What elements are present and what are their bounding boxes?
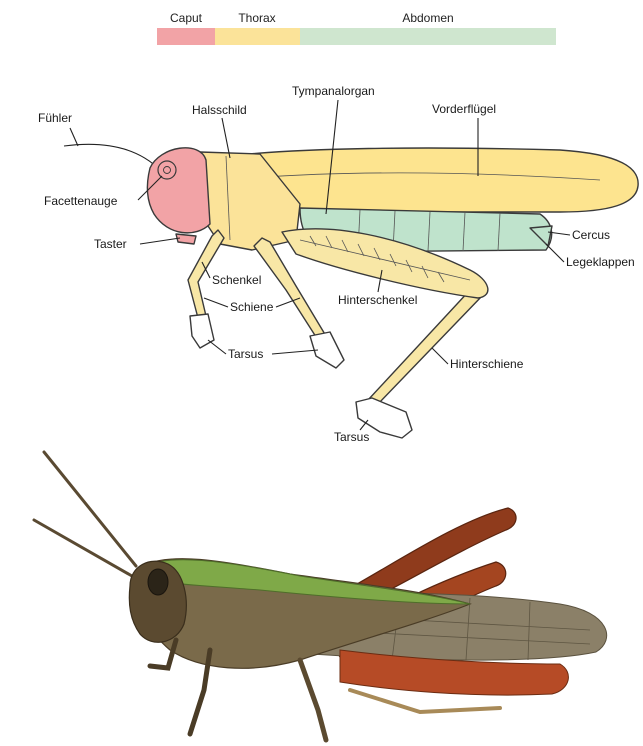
- leader-halsschild: [222, 118, 230, 158]
- segment-caput-bar: [157, 28, 215, 45]
- head: [147, 148, 210, 233]
- leader-legeklappen: [546, 244, 564, 262]
- leader-tarsus-front-b: [272, 350, 318, 354]
- label-halsschild: Halsschild: [192, 103, 247, 117]
- label-hinterschenkel: Hinterschenkel: [338, 293, 417, 307]
- leader-tarsus-front-a: [208, 340, 226, 354]
- label-schenkel: Schenkel: [212, 273, 261, 287]
- label-facettenauge: Facettenauge: [44, 194, 118, 208]
- photo-eye: [148, 569, 168, 595]
- label-legeklappen: Legeklappen: [566, 255, 635, 269]
- photo-antenna-1: [44, 452, 136, 566]
- leader-schiene: [204, 298, 228, 307]
- segment-thorax-bar: [215, 28, 300, 45]
- segment-thorax-label: Thorax: [238, 11, 275, 25]
- front-tarsus-1: [190, 314, 214, 348]
- label-tarsus-front: Tarsus: [228, 347, 263, 361]
- label-tympanalorgan: Tympanalorgan: [292, 84, 375, 98]
- label-taster: Taster: [94, 237, 127, 251]
- grasshopper-photo: [34, 452, 607, 740]
- leader-taster: [140, 238, 180, 244]
- compound-eye: [158, 161, 176, 179]
- segment-abdomen-label: Abdomen: [402, 11, 453, 25]
- label-schiene: Schiene: [230, 300, 274, 314]
- antenna-line: [64, 144, 160, 170]
- label-fuehler: Fühler: [38, 111, 72, 125]
- segment-abdomen-bar: [300, 28, 556, 45]
- label-tarsus-hind: Tarsus: [334, 430, 369, 444]
- palp: [176, 234, 196, 244]
- photo-mid-leg-2: [300, 660, 326, 740]
- label-vorderfluegel: Vorderflügel: [432, 102, 496, 116]
- leader-fuehler: [70, 128, 78, 146]
- segment-caput-label: Caput: [170, 11, 203, 25]
- label-cercus: Cercus: [572, 228, 610, 242]
- body-segment-bar: Caput Thorax Abdomen: [157, 11, 556, 45]
- leader-hinterschiene: [432, 348, 448, 364]
- photo-antenna-2: [34, 520, 132, 576]
- hind-tibia: [368, 290, 482, 404]
- label-hinterschiene: Hinterschiene: [450, 357, 524, 371]
